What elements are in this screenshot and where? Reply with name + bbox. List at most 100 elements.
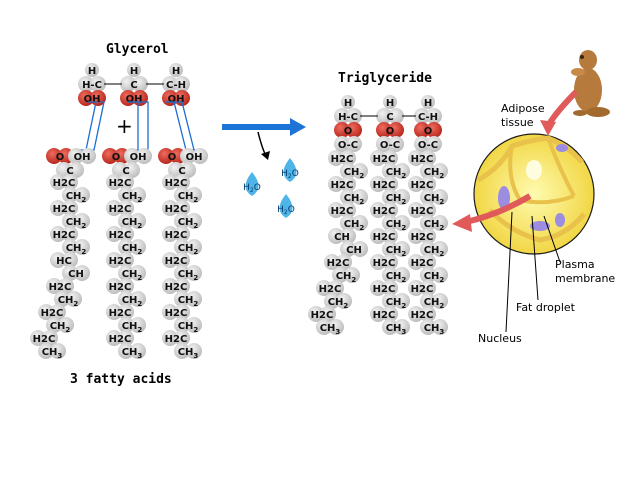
water-drop-shape xyxy=(283,158,297,182)
atom-ball xyxy=(352,241,368,257)
atom-sphere: CH2 xyxy=(382,293,410,310)
atom-sphere: H2C xyxy=(38,304,66,320)
atom-ball xyxy=(50,304,66,320)
atom-ball xyxy=(162,252,178,268)
atom-ball xyxy=(382,267,398,283)
atom-ball xyxy=(316,280,332,296)
atom-label: CH2 xyxy=(386,245,407,258)
atom-ball xyxy=(118,265,134,281)
fat-cell-illustration xyxy=(473,133,595,333)
atom-ball xyxy=(54,291,70,307)
atom-sphere: H-C xyxy=(334,108,362,124)
atom-ball xyxy=(162,76,178,92)
atom-ball xyxy=(118,317,134,333)
atom-label: H xyxy=(344,98,352,109)
atom-ball xyxy=(420,150,436,166)
atom-sphere: CH2 xyxy=(54,291,82,308)
atom-ball xyxy=(370,228,386,244)
atom-ball xyxy=(130,187,146,203)
atom-ball xyxy=(336,293,352,309)
atom-sphere: CH2 xyxy=(340,189,368,206)
atom-ball xyxy=(376,136,392,152)
atom-ball xyxy=(308,306,324,322)
atom-ball xyxy=(58,278,74,294)
atom-label: CH2 xyxy=(122,295,143,308)
atom-sphere: C xyxy=(168,162,196,178)
atom-ball xyxy=(382,176,398,192)
atom-ball xyxy=(174,239,190,255)
atom-label: CH xyxy=(68,269,84,280)
atom-ball xyxy=(408,254,424,270)
atom-ball xyxy=(186,187,202,203)
atom-ball xyxy=(74,239,90,255)
atom-ball xyxy=(420,215,436,231)
oxygen-atom: OH xyxy=(78,90,106,106)
plasma-membrane-label-line2: membrane xyxy=(555,272,615,285)
atom-sphere: H2C xyxy=(370,280,398,296)
atom-ball xyxy=(74,213,90,229)
atom-sphere: CH2 xyxy=(118,239,146,256)
atom-sphere: C xyxy=(120,76,148,92)
atom-sphere: OH xyxy=(124,148,152,164)
atom-label: H2C xyxy=(411,258,434,269)
atom-ball xyxy=(408,202,424,218)
atom-label: H2C xyxy=(373,232,396,243)
oxygen-atom: O xyxy=(376,122,404,138)
atom-ball xyxy=(420,306,436,322)
plasma-membrane-label-line1: Plasma xyxy=(555,258,595,271)
atom-ball xyxy=(383,95,397,109)
atom-sphere: CH2 xyxy=(420,215,448,232)
atom-ball xyxy=(38,304,54,320)
atom-sphere: C-H xyxy=(162,76,190,92)
glycerol-title: Glycerol xyxy=(106,42,169,57)
atom-label: CH3 xyxy=(320,323,341,336)
atom-sphere: CH2 xyxy=(118,213,146,230)
atom-ball xyxy=(120,76,136,92)
atom-ball xyxy=(62,187,78,203)
atom-ball xyxy=(169,63,183,77)
adipose-label-line1: Adipose xyxy=(501,102,545,115)
atom-label: O xyxy=(56,152,65,163)
atom-label: C xyxy=(66,166,73,177)
atom-label: CH2 xyxy=(424,245,445,258)
atom-ball xyxy=(394,267,410,283)
atom-ball xyxy=(106,278,122,294)
atom-label: H2C xyxy=(165,334,188,345)
atom-ball xyxy=(394,215,410,231)
atom-sphere: H2C xyxy=(106,304,134,320)
atom-ball xyxy=(340,189,356,205)
atom-label: C xyxy=(386,112,393,123)
atom-ball xyxy=(174,317,190,333)
atom-ball xyxy=(106,252,122,268)
atom-ball xyxy=(370,280,386,296)
water-label: H2O xyxy=(277,205,295,216)
atom-ball xyxy=(50,200,66,216)
atom-sphere: H2C xyxy=(106,278,134,294)
atom-ball xyxy=(328,150,344,166)
water-label: H2O xyxy=(281,169,299,180)
atom-ball xyxy=(334,136,350,152)
atom-ball xyxy=(174,330,190,346)
atom-ball xyxy=(382,293,398,309)
atom-label: C xyxy=(122,166,129,177)
atom-ball xyxy=(432,163,448,179)
atom-ball xyxy=(370,176,386,192)
atom-ball xyxy=(102,148,118,164)
water-drop-icon: H2O xyxy=(277,194,295,218)
atom-label: O-C xyxy=(418,140,438,151)
atom-label: H2C xyxy=(53,204,76,215)
atom-ball xyxy=(118,330,134,346)
atom-ball xyxy=(168,162,184,178)
atom-ball xyxy=(340,202,356,218)
atom-ball xyxy=(388,122,404,138)
marmot-icon xyxy=(571,50,610,117)
atom-label: C-H xyxy=(418,112,438,123)
atom-label: H xyxy=(88,66,96,77)
atom-sphere: CH3 xyxy=(38,343,66,360)
atom-label: CH2 xyxy=(344,167,365,180)
atom-ball xyxy=(336,254,352,270)
atom-ball xyxy=(340,241,356,257)
atom-ball xyxy=(74,265,90,281)
atom-sphere: CH2 xyxy=(382,189,410,206)
atom-label: CH2 xyxy=(122,191,143,204)
